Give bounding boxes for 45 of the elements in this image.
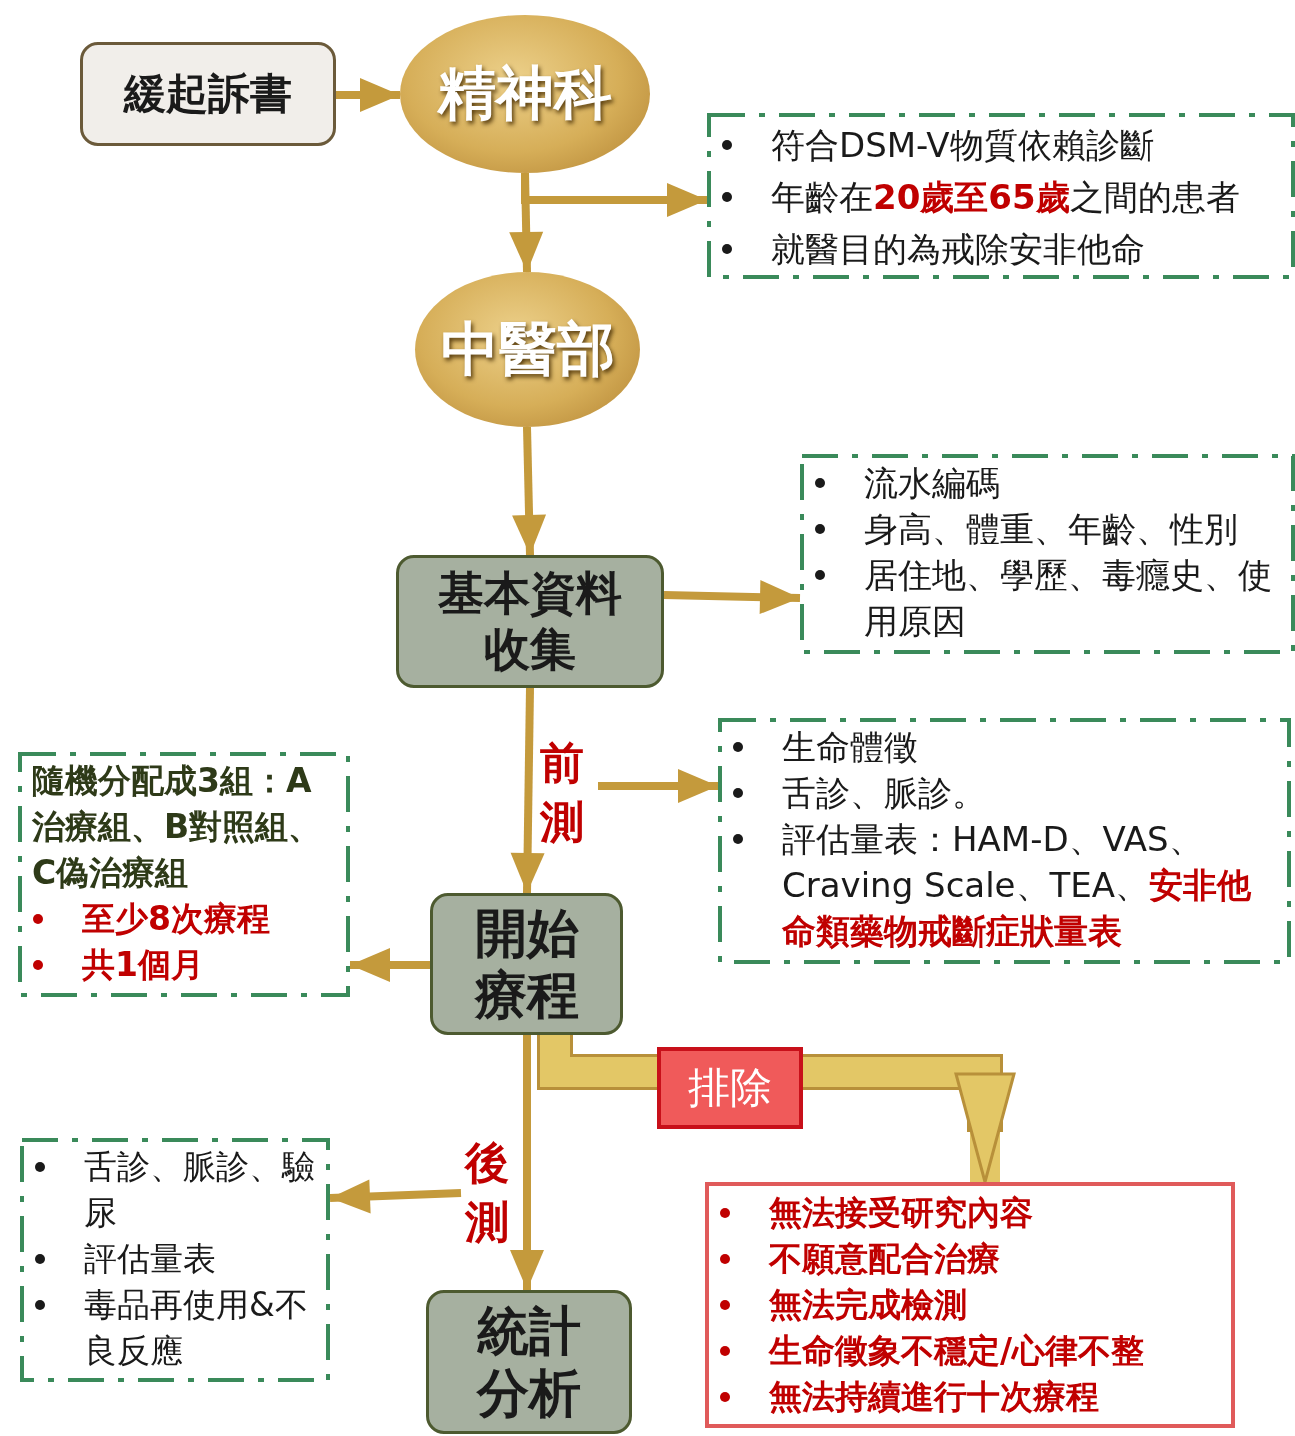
bullet-item: 評估量表：HAM-D、VAS、Craving Scale、TEA、安非他命類藥物戒斷症狀量表 bbox=[782, 819, 1252, 951]
pretest-list-box bbox=[718, 718, 1291, 964]
bullet-item: 無法完成檢測 bbox=[769, 1285, 967, 1324]
bullet-item: 舌診、脈診、驗尿 bbox=[84, 1147, 315, 1232]
phase-label: 前測 bbox=[540, 736, 584, 850]
arrow bbox=[329, 1179, 462, 1214]
arrow bbox=[663, 580, 801, 615]
department-label: 精神科 bbox=[438, 58, 612, 129]
arrow bbox=[336, 78, 400, 112]
bullet-item: 評估量表 bbox=[84, 1239, 216, 1278]
posttest-list-box bbox=[20, 1138, 330, 1382]
bullet-item: 無法接受研究內容 bbox=[769, 1193, 1033, 1232]
process-box bbox=[426, 1290, 632, 1434]
bullet-item: 居住地、學歷、毒癮史、使用原因 bbox=[864, 555, 1272, 641]
document-box bbox=[80, 42, 336, 146]
bullet-item: 無法持續進行十次療程 bbox=[769, 1377, 1099, 1416]
process-box bbox=[396, 555, 664, 688]
bullet-item: 至少8次療程 bbox=[82, 899, 270, 938]
bullet-item: 不願意配合治療 bbox=[769, 1239, 1000, 1278]
arrow bbox=[512, 426, 547, 556]
exclusion-list-box bbox=[705, 1182, 1235, 1428]
group-list-box bbox=[18, 752, 350, 997]
department-label: 中醫部 bbox=[440, 313, 615, 385]
step-label: 緩起訴書 bbox=[122, 68, 293, 120]
process-box bbox=[430, 893, 623, 1035]
bullet-item: 就醫目的為戒除安非他命 bbox=[771, 229, 1145, 269]
data-list-box bbox=[800, 454, 1295, 654]
phase-label: 後測 bbox=[465, 1136, 509, 1250]
arrow bbox=[510, 687, 545, 894]
bullet-item: 流水編碼 bbox=[864, 463, 1000, 503]
arrow bbox=[510, 1035, 544, 1290]
list-heading: 隨機分配成3組：A治療組、B對照組、C偽治療組 bbox=[31, 760, 323, 894]
bullet-item: 生命體徵 bbox=[782, 727, 918, 767]
bullet-item: 年齡在20歲至65歲之間的患者 bbox=[771, 177, 1240, 217]
bullet-item: 符合DSM-V物質依賴診斷 bbox=[771, 125, 1154, 165]
edge-label: 排除 bbox=[657, 1047, 803, 1129]
criteria-box bbox=[707, 113, 1295, 279]
step-label: 開始療程 bbox=[473, 901, 580, 1027]
bullet-item: 毒品再使用&不良反應 bbox=[84, 1285, 308, 1370]
step-label: 統計分析 bbox=[475, 1299, 582, 1425]
bullet-item: 共1個月 bbox=[82, 945, 204, 984]
step-label: 基本資料收集 bbox=[437, 566, 623, 677]
bullet-item: 生命徵象不穩定/心律不整 bbox=[769, 1331, 1145, 1370]
bullet-item: 舌診、脈診。 bbox=[782, 773, 986, 813]
bullet-item: 身高、體重、年齡、性別 bbox=[864, 509, 1238, 549]
